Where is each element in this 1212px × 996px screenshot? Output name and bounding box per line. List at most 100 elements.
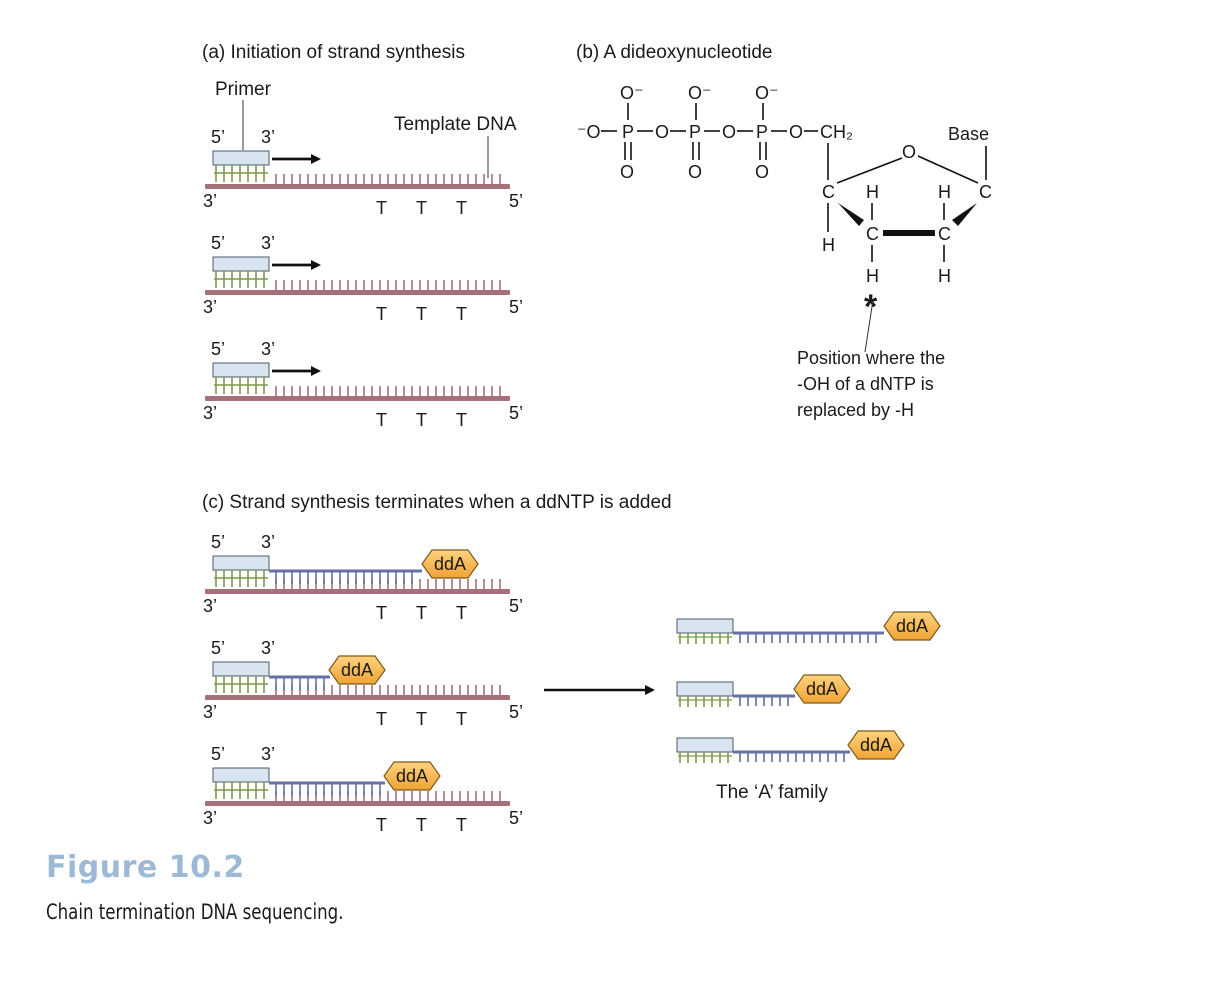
primer-block [676, 737, 734, 753]
new-strand-bases [275, 783, 381, 796]
template-3prime-label: 3’ [203, 403, 217, 423]
carbon-2prime: C [938, 224, 951, 244]
primer-label: Primer [215, 79, 272, 100]
primer-block [212, 767, 270, 783]
hydrogen-3prime-down: H [866, 266, 879, 286]
template-strand [205, 184, 510, 189]
template-3prime-label: 3’ [203, 808, 217, 828]
ddA-terminator: ddA [328, 655, 386, 685]
bridge-oxygen-1: O [655, 122, 669, 142]
template-bases [275, 174, 501, 184]
new-strand-bases [275, 677, 325, 690]
primer-3prime-label: 3’ [261, 744, 275, 764]
template-5prime-label: 5’ [509, 702, 523, 722]
template-t-label: T [376, 410, 387, 430]
phosphate-1-o-minus: O⁻ [620, 83, 644, 103]
carbon-4prime: C [822, 182, 835, 202]
phosphate-2-o-minus: O⁻ [688, 83, 712, 103]
wedge-bond-right [952, 203, 977, 226]
template-t-label: T [416, 815, 427, 835]
primer-5prime-label: 5’ [211, 233, 225, 253]
primer-3prime-label: 3’ [261, 638, 275, 658]
ddA-label: ddA [396, 766, 428, 786]
bond [836, 157, 903, 184]
ddA-label: ddA [434, 554, 466, 574]
panel-a-title: (a) Initiation of strand synthesis [202, 42, 465, 63]
ddA-hexagon [383, 761, 441, 791]
primer-block [212, 362, 270, 378]
ddA-hexagon [421, 549, 479, 579]
template-t-label: T [376, 709, 387, 729]
bridge-oxygen-2: O [722, 122, 736, 142]
template-t-label: T [376, 815, 387, 835]
primer-block [212, 150, 270, 166]
phosphoryl-oxygen-2: O [688, 162, 702, 182]
ddA-label: ddA [341, 660, 373, 680]
template-3prime-label: 3’ [203, 702, 217, 722]
primer-block [676, 681, 734, 697]
ddA-terminator: ddA [383, 761, 441, 791]
panel-c-title: (c) Strand synthesis terminates when a d… [202, 492, 672, 513]
hydrogen-2prime-down: H [938, 266, 951, 286]
hydrogen-3prime-up: H [866, 182, 879, 202]
bond [917, 155, 979, 184]
template-t-label: T [416, 198, 427, 218]
primer-bases [679, 752, 729, 763]
template-t-label: T [416, 603, 427, 623]
carbon-3prime: C [866, 224, 879, 244]
template-dna-label: Template DNA [394, 114, 517, 135]
note-line-3: replaced by -H [797, 400, 914, 420]
terminal-o-minus: ⁻O [577, 122, 601, 142]
template-5prime-label: 5’ [509, 297, 523, 317]
ddA-label: ddA [896, 616, 928, 636]
template-t-label: T [456, 603, 467, 623]
template-5prime-label: 5’ [509, 808, 523, 828]
figure-caption: Chain termination DNA sequencing. [46, 900, 344, 924]
panel-b-title: (b) A dideoxynucleotide [576, 42, 772, 63]
new-strand-bases [739, 633, 877, 643]
ddA-label: ddA [806, 679, 838, 699]
template-t-label: T [456, 198, 467, 218]
a-family-products: ddA ddA ddA [676, 611, 941, 763]
primer-3prime-label: 3’ [261, 233, 275, 253]
phosphorus-2: P [689, 122, 701, 142]
primer-5prime-label: 5’ [211, 532, 225, 552]
template-t-label: T [376, 304, 387, 324]
ddA-terminator: ddA [793, 674, 851, 704]
template-t-label: T [376, 198, 387, 218]
a-family-label: The ‘A’ family [716, 782, 828, 803]
ddA-hexagon [847, 730, 905, 760]
template-t-label: T [456, 709, 467, 729]
template-bases [275, 685, 501, 695]
phosphate-3-o-minus: O⁻ [755, 83, 779, 103]
primer-block [212, 555, 270, 571]
note-line-2: -OH of a dNTP is [797, 374, 934, 394]
template-strand [205, 801, 510, 806]
figure-diagram: (a) Initiation of strand synthesis Prime… [202, 42, 992, 835]
a-family-fragment: ddA [676, 730, 905, 763]
base-label: Base [948, 124, 989, 144]
a-family-fragment: ddA [676, 611, 941, 644]
ddA-hexagon [883, 611, 941, 641]
template-strand [205, 589, 510, 594]
ch2-group: CH₂ [820, 122, 853, 142]
ester-oxygen: O [789, 122, 803, 142]
template-bases [275, 791, 501, 801]
ddA-terminator: ddA [421, 549, 479, 579]
template-5prime-label: 5’ [509, 596, 523, 616]
template-t-label: T [456, 304, 467, 324]
panel-c: (c) Strand synthesis terminates when a d… [202, 492, 941, 835]
new-strand-bases [739, 696, 789, 706]
template-5prime-label: 5’ [509, 403, 523, 423]
a-family-fragment: ddA [676, 674, 851, 707]
template-t-label: T [456, 815, 467, 835]
ddA-label: ddA [860, 735, 892, 755]
note-line-1: Position where the [797, 348, 945, 368]
position-note: Position where the -OH of a dNTP is repl… [797, 348, 950, 420]
template-3prime-label: 3’ [203, 596, 217, 616]
template-3prime-label: 3’ [203, 191, 217, 211]
primer-block [212, 661, 270, 677]
